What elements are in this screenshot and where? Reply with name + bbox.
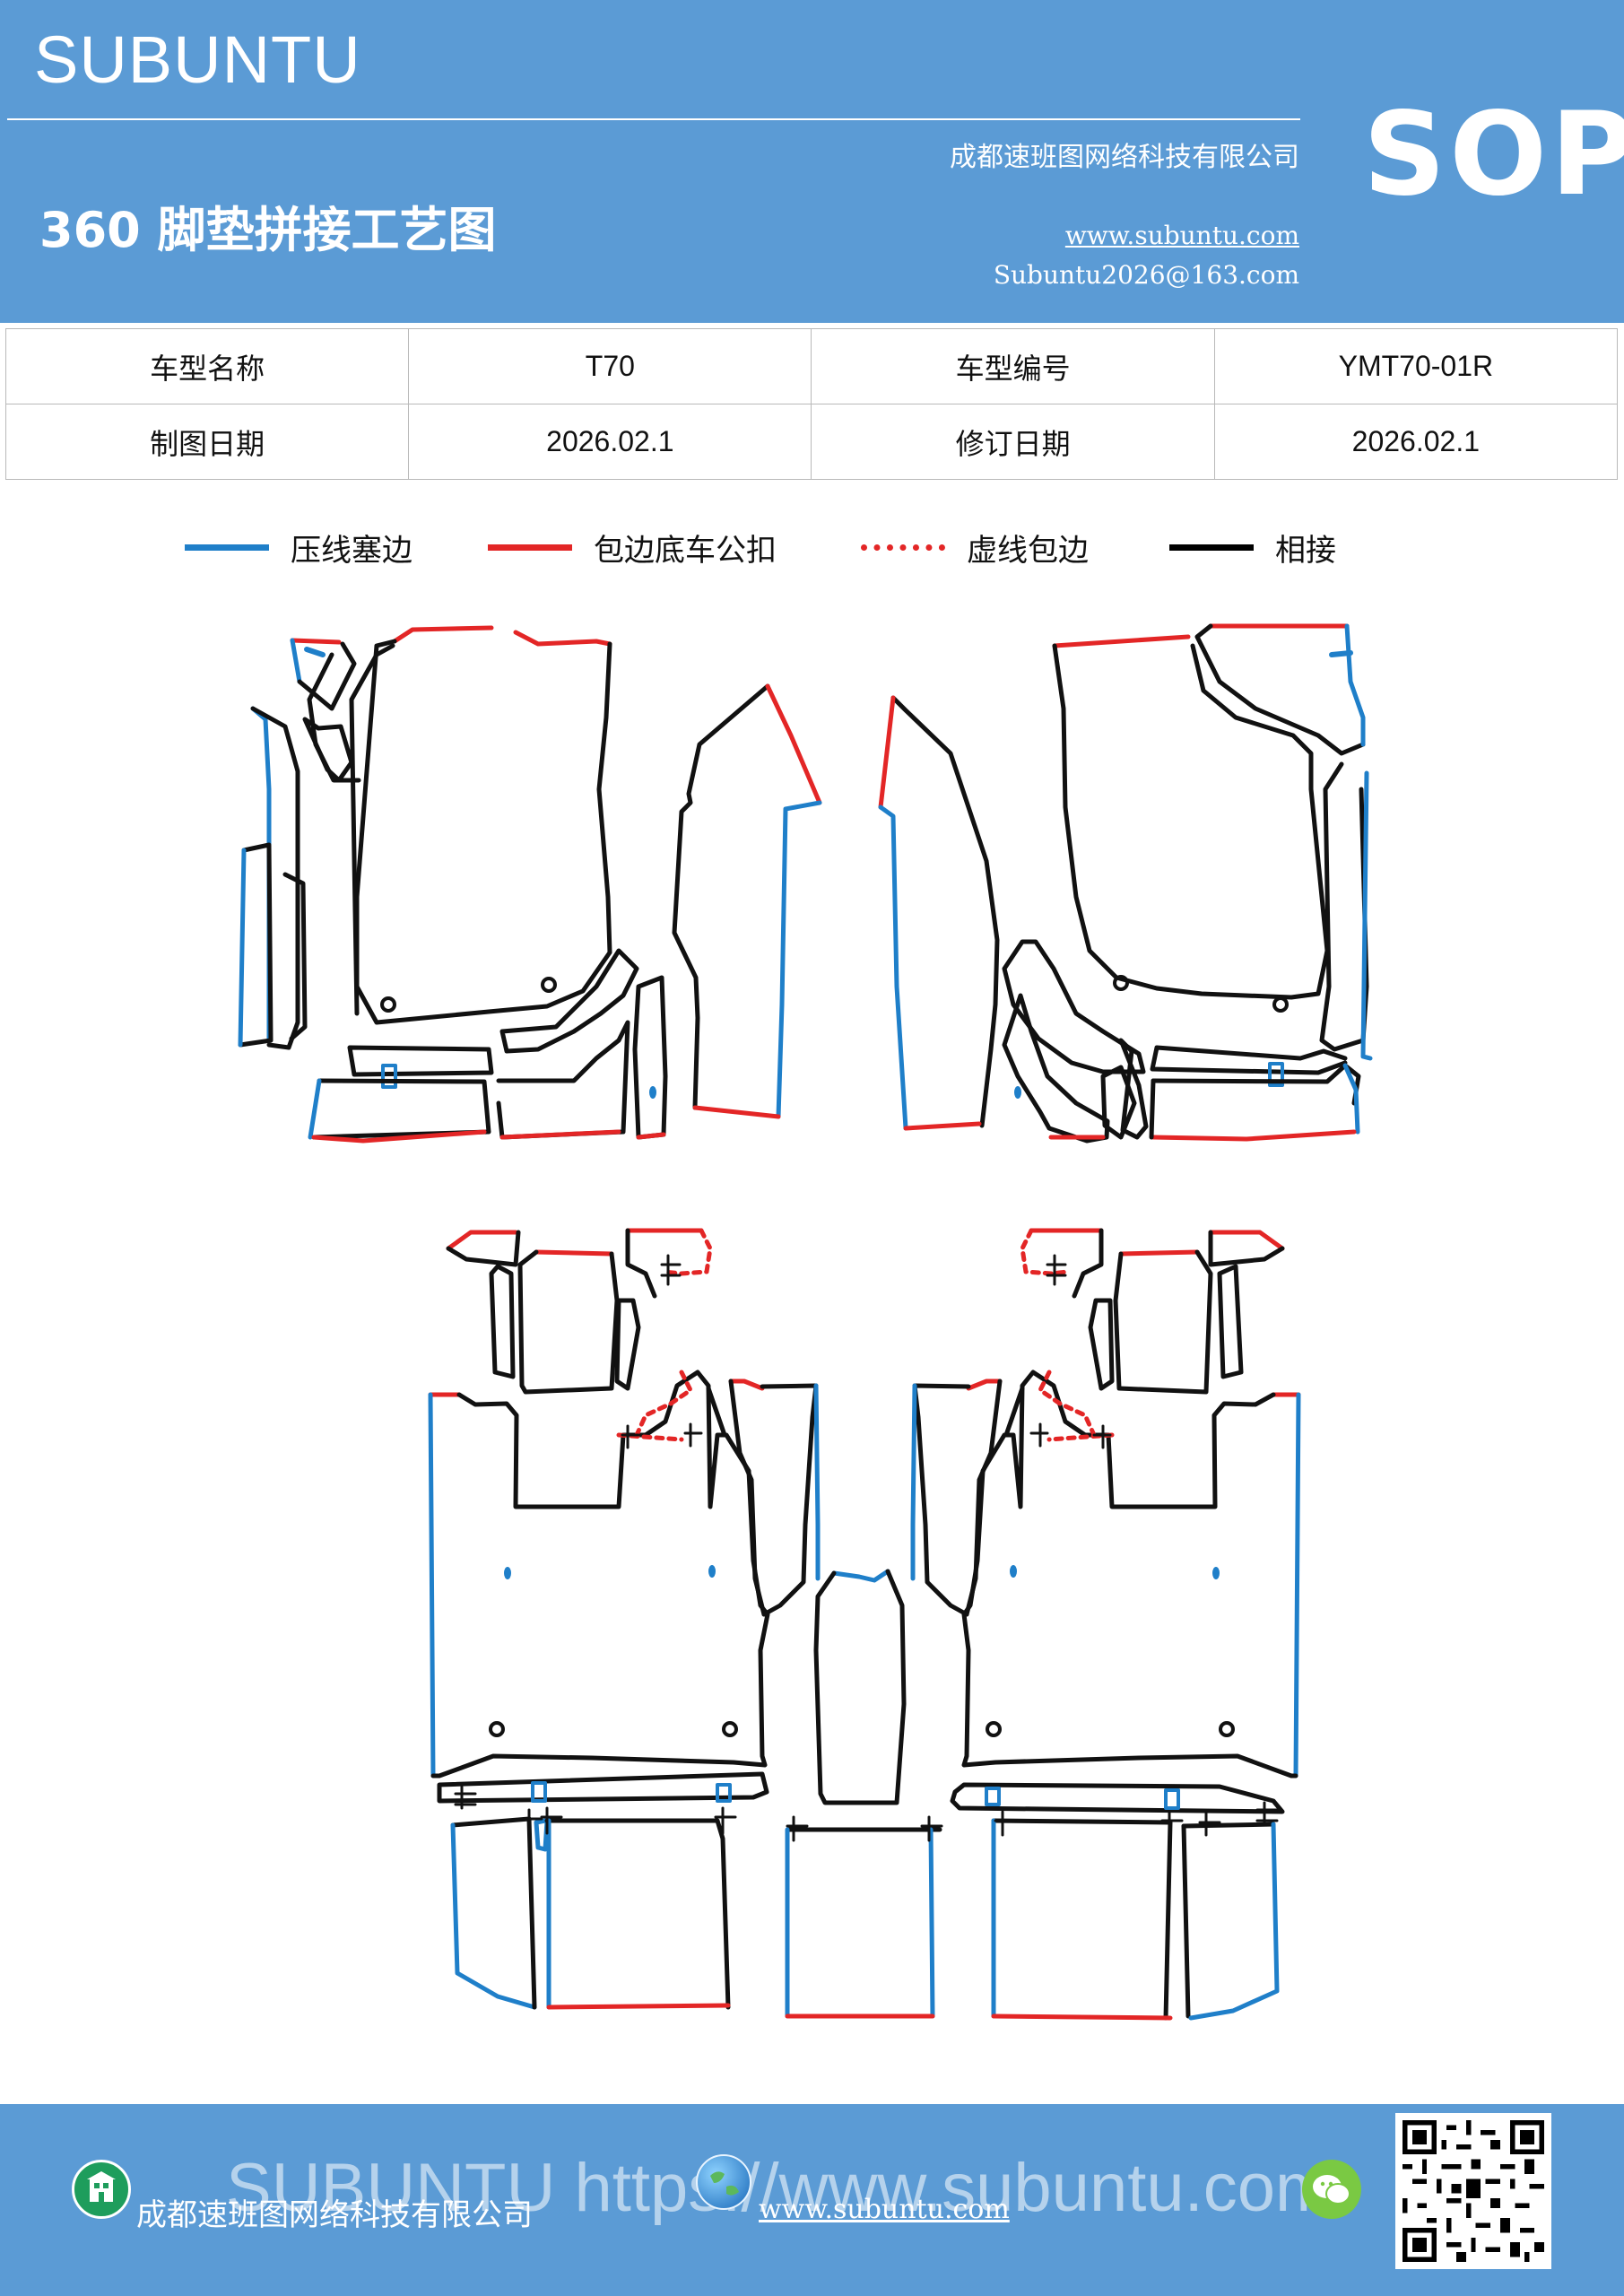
brand-logo-text: SUBUNTU xyxy=(34,22,361,97)
revision-date-value: 2026.02.1 xyxy=(1213,404,1619,480)
header-divider xyxy=(7,118,1300,120)
header-banner: SUBUNTU 360 脚垫拼接工艺图 成都速班图网络科技有限公司 www.su… xyxy=(0,0,1624,323)
footer-banner: SUBUNTU https://www.subuntu.com 成都速班图网络科… xyxy=(0,2104,1624,2296)
building-icon xyxy=(72,2160,131,2219)
rear-left-mat-group xyxy=(428,1228,821,2010)
model-name-label: 车型名称 xyxy=(4,328,410,404)
model-code-value: YMT70-01R xyxy=(1213,328,1619,404)
legend-label: 包边底车公扣 xyxy=(594,532,777,569)
legend-swatch-red xyxy=(488,544,572,551)
footer-company-name: 成都速班图网络科技有限公司 xyxy=(136,2197,533,2233)
floor-mat-diagram xyxy=(238,623,1373,2021)
rear-right-mat-group xyxy=(910,1228,1301,2021)
company-name: 成都速班图网络科技有限公司 xyxy=(950,142,1299,173)
rear-center-mat xyxy=(785,1569,943,2019)
legend-swatch-black xyxy=(1169,544,1254,551)
table-row: 制图日期 2026.02.1 修订日期 2026.02.1 xyxy=(4,404,1619,480)
front-left-mat-group xyxy=(238,625,822,1144)
revision-date-label: 修订日期 xyxy=(811,404,1215,480)
sop-badge: SOP xyxy=(1363,88,1624,222)
legend-item: 虚线包边 xyxy=(861,520,1089,574)
email-address: Subuntu2026@163.com xyxy=(993,260,1299,290)
legend-swatch-blue xyxy=(185,544,269,551)
draw-date-label: 制图日期 xyxy=(4,404,410,480)
watermark-text: SUBUNTU https://www.subuntu.com xyxy=(226,2150,1333,2226)
legend-label: 压线塞边 xyxy=(291,532,413,569)
front-right-mat-group xyxy=(878,623,1373,1144)
vehicle-info-table: 车型名称 T70 车型编号 YMT70-01R 制图日期 2026.02.1 修… xyxy=(4,328,1619,480)
legend-label: 相接 xyxy=(1275,532,1336,569)
legend-item: 相接 xyxy=(1169,520,1336,574)
legend-item: 压线塞边 xyxy=(185,520,413,574)
model-code-label: 车型编号 xyxy=(811,328,1215,404)
model-name-value: T70 xyxy=(408,328,812,404)
qr-code xyxy=(1395,2113,1551,2269)
draw-date-value: 2026.02.1 xyxy=(408,404,812,480)
footer-website-link[interactable]: www.subuntu.com xyxy=(759,2194,1010,2225)
legend-label: 虚线包边 xyxy=(967,532,1089,569)
wechat-icon xyxy=(1302,2160,1361,2219)
page-title: 360 脚垫拼接工艺图 xyxy=(39,202,497,258)
globe-icon xyxy=(696,2154,751,2210)
website-link[interactable]: www.subuntu.com xyxy=(1064,221,1299,250)
legend-swatch-red-dotted xyxy=(861,544,945,551)
line-legend: 压线塞边 包边底车公扣 虚线包边 相接 xyxy=(0,520,1624,574)
legend-item: 包边底车公扣 xyxy=(488,520,777,574)
table-row: 车型名称 T70 车型编号 YMT70-01R xyxy=(4,328,1619,404)
